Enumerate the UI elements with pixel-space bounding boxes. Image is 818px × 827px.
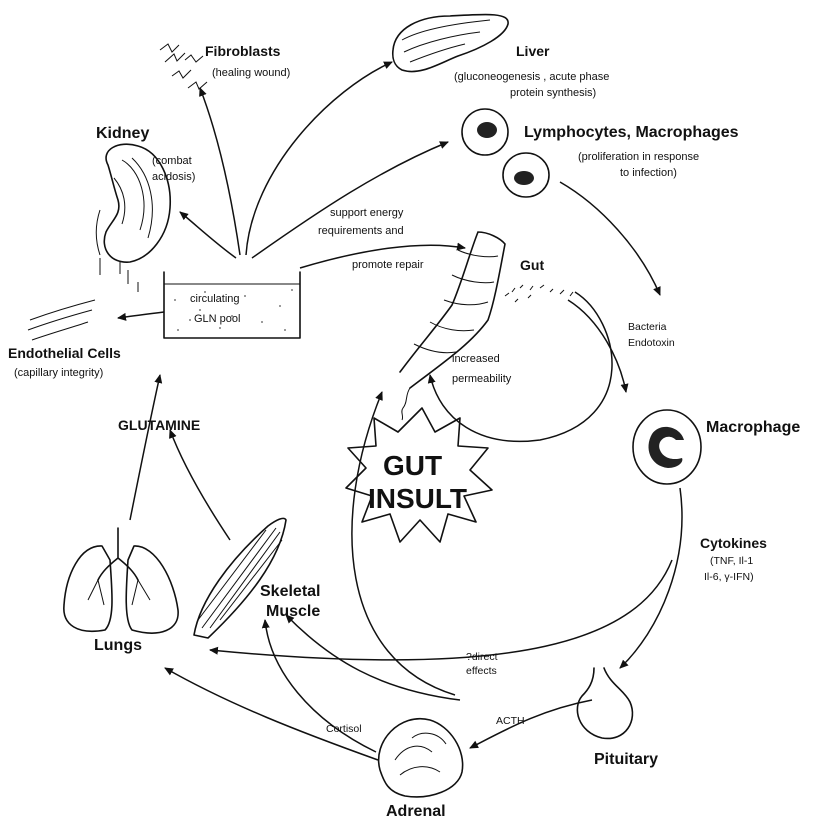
label-lymph-sub1: (proliferation in response [578, 151, 699, 163]
label-pituitary: Pituitary [594, 751, 658, 768]
label-bacteria: Bacteria [628, 321, 667, 333]
label-endotoxin: Endotoxin [628, 337, 675, 349]
label-endothelial-sub: (capillary integrity) [14, 367, 103, 379]
label-liver-sub2: protein synthesis) [510, 87, 596, 99]
gln-pool-container [164, 272, 300, 338]
label-adrenal: Adrenal [386, 803, 446, 820]
label-perm1: increased [452, 353, 500, 365]
macrophage-large-illustration [633, 410, 701, 484]
label-lungs: Lungs [94, 637, 142, 654]
endothelial-illustration [28, 300, 95, 340]
label-pool1: circulating [190, 293, 240, 305]
label-gut-insult-line1: GUT [383, 450, 442, 481]
label-skeletal: Skeletal [260, 583, 320, 600]
pituitary-illustration [577, 668, 632, 738]
fibroblasts-illustration [160, 44, 207, 89]
label-support1: support energy [330, 207, 404, 219]
label-kidney-sub1: (combat [152, 155, 192, 167]
label-direct: ?direct [466, 651, 498, 663]
label-gut-insult-line2: INSULT [368, 483, 467, 514]
macrophage-small-illustration [503, 153, 549, 197]
gut-illustration [400, 232, 573, 420]
liver-illustration [393, 14, 508, 71]
lungs-illustration [64, 528, 178, 633]
label-lymph-sub2: to infection) [620, 167, 677, 179]
label-cortisol: Cortisol [326, 723, 362, 735]
label-lymphocytes-macrophages: Lymphocytes, Macrophages [524, 124, 739, 141]
label-liver-sub1: (gluconeogenesis , acute phase [454, 71, 609, 83]
label-cytokines: Cytokines [700, 535, 767, 551]
label-muscle: Muscle [266, 603, 320, 620]
flow-arrows [118, 62, 682, 760]
skeletal-muscle-illustration [194, 518, 286, 638]
label-support2: requirements and [318, 225, 404, 237]
label-cytokines-sub1: (TNF, Il-1 [710, 555, 753, 567]
label-acth: ACTH [496, 715, 525, 727]
label-perm2: permeability [452, 373, 512, 385]
label-gut: Gut [520, 257, 544, 273]
lymphocyte-illustration [462, 109, 508, 155]
label-kidney-sub2: acidosis) [152, 171, 195, 183]
adrenal-illustration [379, 719, 463, 797]
label-fibroblasts-sub: (healing wound) [212, 67, 290, 79]
label-glutamine: GLUTAMINE [118, 417, 200, 433]
label-cytokines-sub2: Il-6, γ-IFN) [704, 571, 754, 583]
label-pool2: GLN pool [194, 313, 240, 325]
label-endothelial: Endothelial Cells [8, 345, 121, 361]
label-support3: promote repair [352, 259, 424, 271]
kidney-drip-marks [120, 262, 138, 292]
label-kidney: Kidney [96, 125, 149, 142]
label-liver: Liver [516, 43, 550, 59]
label-fibroblasts: Fibroblasts [205, 43, 281, 59]
label-effects: effects [466, 665, 497, 677]
label-macrophage: Macrophage [706, 419, 800, 436]
